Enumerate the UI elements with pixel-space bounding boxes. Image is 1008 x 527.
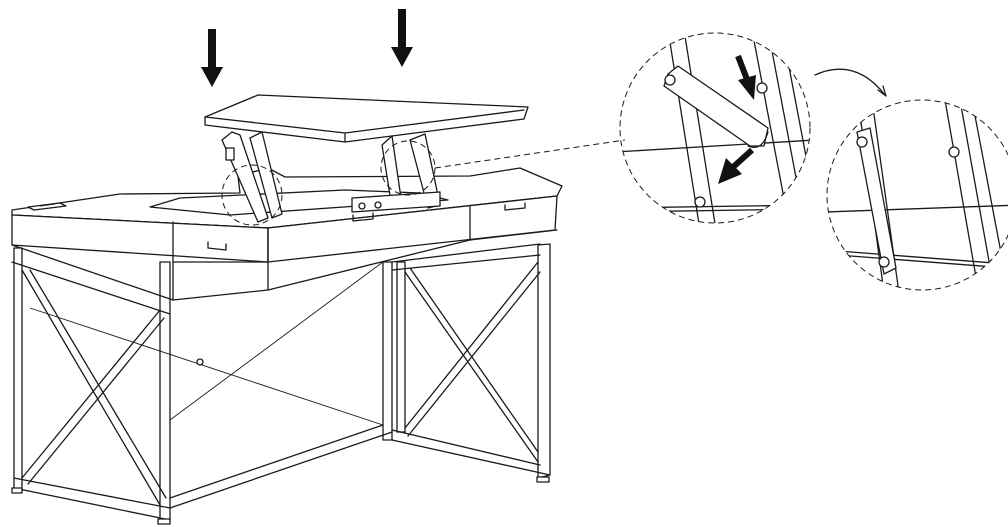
drawer-handle-left bbox=[207, 241, 227, 251]
press-arrow bbox=[735, 54, 756, 100]
push-down-arrow-left bbox=[201, 29, 223, 87]
drawer-handle-right bbox=[504, 202, 526, 211]
transition-arrow bbox=[814, 68, 886, 96]
lift-mechanism bbox=[221, 131, 441, 223]
gas-spring-bracket bbox=[351, 191, 441, 213]
slide-arrow bbox=[718, 147, 755, 184]
detail-view-after bbox=[826, 99, 1008, 291]
desk-frame bbox=[11, 243, 551, 525]
desk-body bbox=[11, 167, 563, 301]
lift-top-board bbox=[204, 94, 529, 143]
callout-leader-line bbox=[434, 139, 626, 169]
detail-callout-left bbox=[221, 164, 283, 226]
push-down-arrow-right bbox=[391, 9, 413, 67]
drawer-handle-center bbox=[352, 212, 374, 222]
detail-view-before bbox=[619, 32, 811, 224]
